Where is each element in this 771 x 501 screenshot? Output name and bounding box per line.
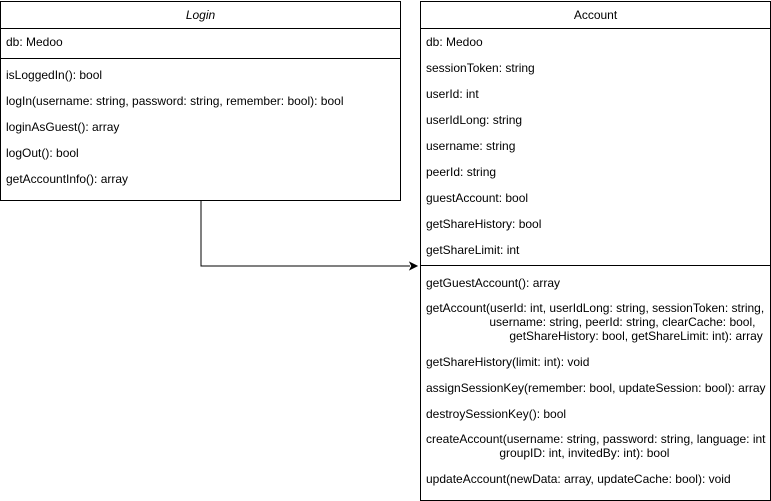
- login-method: getAccountInfo(): array: [6, 172, 129, 186]
- account-attribute: getShareHistory: bool: [426, 217, 542, 231]
- connector-line: [200, 201, 410, 267]
- account-method: updateAccount(newData: array, updateCach…: [426, 472, 731, 486]
- account-method: destroySessionKey(): bool: [426, 407, 567, 421]
- account-attribute: username: string: [426, 139, 516, 153]
- account-method: getGuestAccount(): array: [426, 276, 561, 290]
- login-method: isLoggedIn(): bool: [6, 68, 103, 82]
- account-class-name: Account: [421, 2, 770, 29]
- login-method: logIn(username: string, password: string…: [6, 94, 344, 108]
- account-method: getShareHistory(limit: int): void: [426, 355, 590, 369]
- account-attribute: userId: int: [426, 87, 479, 101]
- account-attribute: peerId: string: [426, 165, 497, 179]
- account-attribute: userIdLong: string: [426, 113, 523, 127]
- account-attributes-section: db: Medoo sessionToken: string userId: i…: [421, 29, 770, 266]
- account-attribute: getShareLimit: int: [426, 243, 520, 257]
- account-attribute: guestAccount: bool: [426, 191, 529, 205]
- login-attribute: db: Medoo: [6, 35, 63, 49]
- login-method: logOut(): bool: [6, 146, 79, 160]
- account-attribute: sessionToken: string: [426, 61, 535, 75]
- login-class-box[interactable]: Login db: Medoo isLoggedIn(): bool logIn…: [0, 1, 401, 201]
- account-methods-section: getGuestAccount(): array getAccount(user…: [421, 266, 770, 492]
- account-method: createAccount(username: string, password…: [426, 432, 766, 460]
- arrowhead-icon: [408, 261, 419, 271]
- login-method: loginAsGuest(): array: [6, 120, 120, 134]
- login-methods-section: isLoggedIn(): bool logIn(username: strin…: [1, 59, 400, 192]
- account-class-box[interactable]: Account db: Medoo sessionToken: string u…: [420, 1, 771, 501]
- login-attributes-section: db: Medoo: [1, 29, 400, 59]
- login-class-name: Login: [1, 2, 400, 29]
- account-attribute: db: Medoo: [426, 35, 483, 49]
- account-method: getAccount(userId: int, userIdLong: stri…: [426, 301, 765, 343]
- account-method: assignSessionKey(remember: bool, updateS…: [426, 381, 766, 395]
